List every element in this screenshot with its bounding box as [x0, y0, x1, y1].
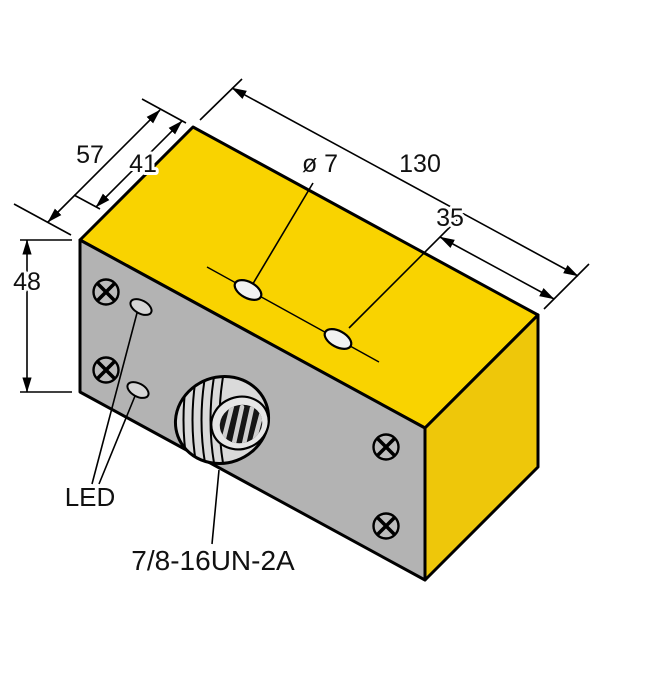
- screw-bottom-right: [372, 512, 400, 540]
- dim-hole-offset-label: 41: [129, 150, 157, 178]
- screw-slot: [96, 360, 116, 380]
- connector-center-stripes: [221, 403, 265, 447]
- dim-hole-diameter: ø 7: [299, 147, 341, 181]
- extension-line: [13, 203, 72, 236]
- led-leader-line: [91, 312, 138, 485]
- screw-bottom-left: [92, 356, 120, 384]
- mounting-hole-1: [233, 279, 263, 301]
- stripe: [251, 409, 265, 445]
- screw-top-left: [92, 278, 120, 306]
- extension-line: [543, 263, 590, 310]
- dim-width-label: 57: [76, 141, 104, 169]
- dimension-line: [95, 120, 183, 208]
- led-1: [129, 298, 153, 316]
- screw-slot: [96, 282, 116, 302]
- mounting-holes: [206, 182, 458, 363]
- connector-label: 7/8-16UN-2A: [131, 545, 295, 576]
- connector-callout: 7/8-16UN-2A: [128, 469, 298, 579]
- dim-hole-to-end-label: 35: [436, 204, 464, 232]
- dimension-annotations: 48 57 41 130 35 ø 7: [10, 78, 590, 579]
- led-label: LED: [65, 482, 116, 512]
- screws: [92, 278, 400, 540]
- dim-length-label: 130: [399, 150, 441, 178]
- connector-leader-line: [211, 469, 220, 545]
- led-callout: LED: [62, 312, 138, 515]
- dim-hole-diameter-label: ø 7: [302, 150, 338, 178]
- stripe: [231, 404, 245, 446]
- screw-slot: [376, 437, 396, 457]
- extension-line: [141, 98, 187, 124]
- dim-height-48: 48: [10, 239, 72, 393]
- screw-top-right: [372, 433, 400, 461]
- sensor-body: [78, 125, 540, 582]
- led-2: [126, 381, 150, 399]
- screw-slot: [376, 516, 396, 536]
- dim-hole-to-end-35: 35: [433, 201, 555, 300]
- dimension-line: [439, 236, 555, 300]
- stripe: [221, 403, 235, 441]
- led-indicators: [126, 298, 153, 399]
- mounting-hole-2: [323, 328, 353, 350]
- led-leader-line: [98, 395, 136, 485]
- dim-height-label: 48: [13, 268, 41, 296]
- dim-hole-offset-41: 41: [73, 120, 183, 210]
- stripe: [241, 405, 255, 447]
- extension-line: [199, 78, 243, 121]
